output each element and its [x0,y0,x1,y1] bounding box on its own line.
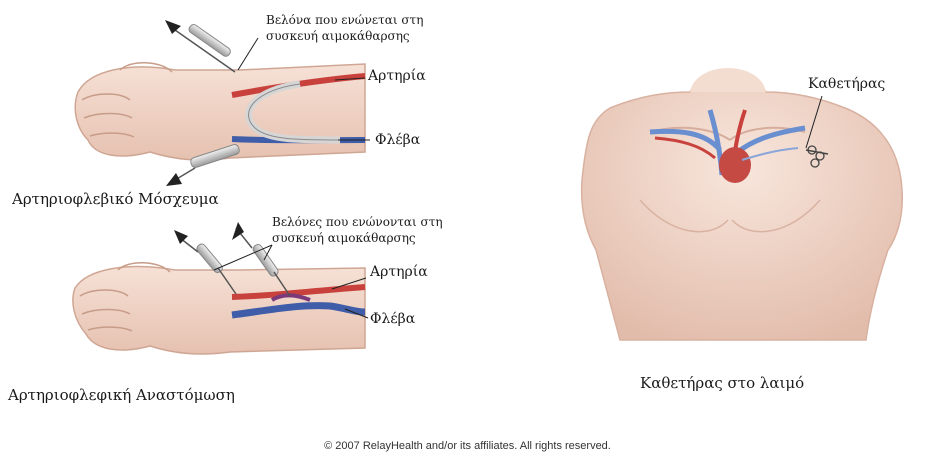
copyright-notice: © 2007 RelayHealth and/or its affiliates… [0,440,935,452]
needle-label-line1: Βελόνα που ενώνεται στη [266,12,423,28]
needles-label: Βελόνες που ενώνονται στη συσκευή αιμοκά… [272,214,443,246]
top-vein-label: Φλέβα [375,132,420,148]
needle-leader-line [238,38,258,70]
needles-label-line1: Βελόνες που ενώνονται στη [272,214,443,230]
bottom-artery-label: Αρτηρία [370,264,428,280]
chest-caption: Καθετήρας στο λαιμό [640,374,804,392]
bottom-caption: Αρτηριοφλεφική Αναστόμωση [8,386,235,404]
top-artery-label: Αρτηρία [368,68,426,84]
top-arm [75,63,365,160]
needle-label: Βελόνα που ενώνεται στη συσκευή αιμοκάθα… [266,12,423,44]
top-caption: Αρτηριοφλεβικό Μόσχευμα [12,190,219,208]
needle-label-line2: συσκευή αιμοκάθαρσης [266,28,423,44]
catheter-label: Καθετήρας [808,76,885,92]
needles-label-line2: συσκευή αιμοκάθαρσης [272,230,443,246]
bottom-vein-label: Φλέβα [370,311,415,327]
top-needle-upper [165,20,235,72]
bottom-arm [73,263,365,354]
chest-torso [582,68,903,340]
